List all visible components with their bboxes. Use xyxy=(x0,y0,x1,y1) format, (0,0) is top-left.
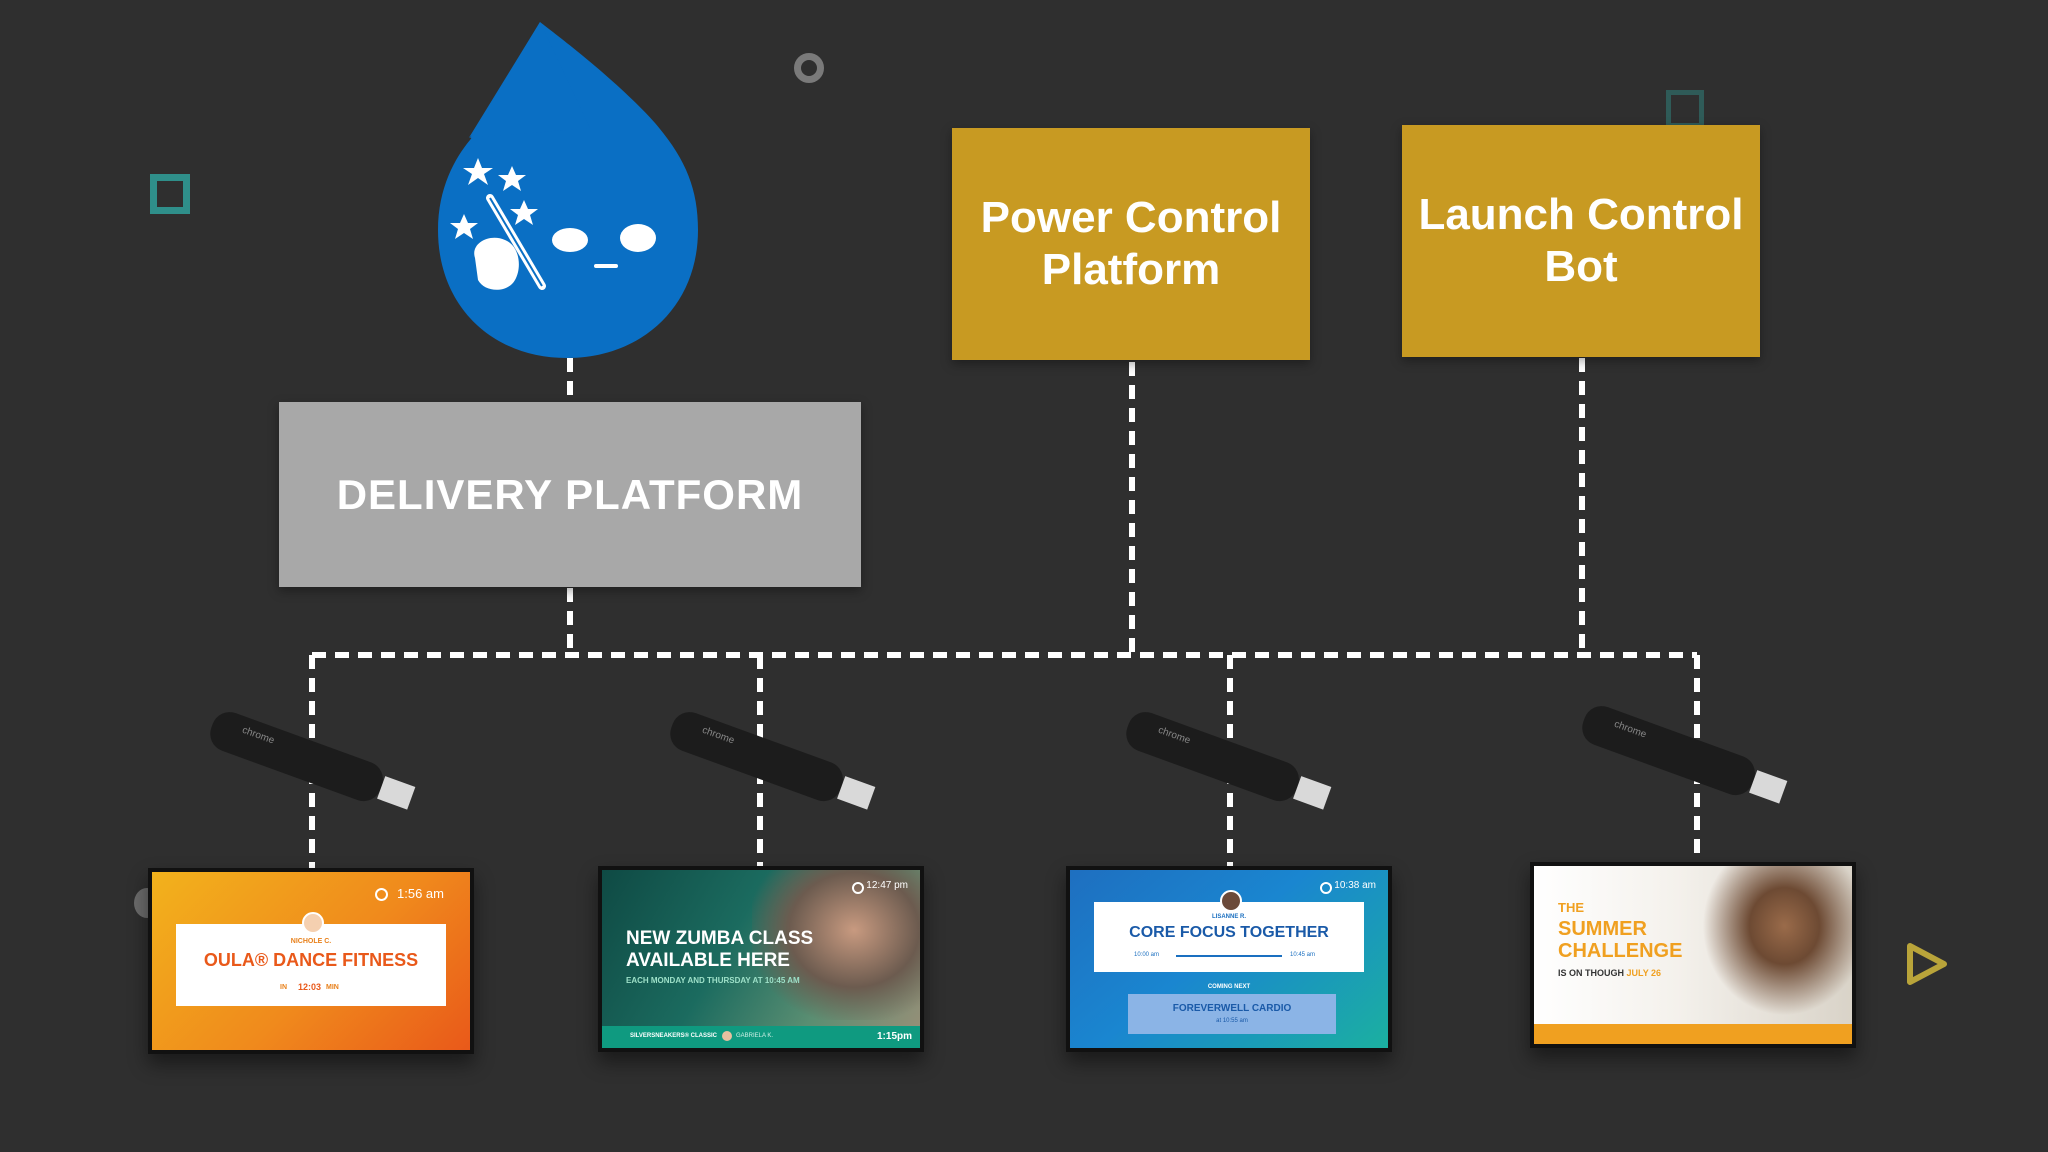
oula-in: IN xyxy=(280,984,287,991)
oula-time: 1:56 am xyxy=(397,886,444,901)
play-triangle-deco xyxy=(1907,943,1947,985)
zumba-title-line2: AVAILABLE HERE xyxy=(626,950,790,971)
launch-control-bot-box: Launch Control Bot xyxy=(1402,125,1760,357)
summer-line4-date: JULY 26 xyxy=(1626,968,1662,978)
summer-line2: SUMMER xyxy=(1558,918,1647,940)
avatar xyxy=(1220,890,1242,912)
summer-line3: CHALLENGE xyxy=(1558,940,1683,962)
oula-card: NICHOLE C. OULA® DANCE FITNESS IN 12:03 … xyxy=(176,912,446,1006)
core-card: LISANNE R. CORE FOCUS TOGETHER 10:00 am … xyxy=(1094,890,1364,972)
zumba-footer-class: SILVERSNEAKERS® CLASSIC xyxy=(630,1033,717,1039)
avatar xyxy=(302,912,324,934)
core-coming-next: COMING NEXT xyxy=(1207,984,1251,990)
summer-footer-bar xyxy=(1534,1024,1852,1044)
power-control-platform-box: Power Control Platform xyxy=(952,128,1310,360)
summer-line4: IS ON THOUGH JULY 26 xyxy=(1558,968,1661,978)
zumba-footer: SILVERSNEAKERS® CLASSIC GABRIELA K. 1:15… xyxy=(602,1026,920,1048)
oula-min: MIN xyxy=(326,984,339,991)
oula-title: OULA® DANCE FITNESS xyxy=(203,950,419,970)
core-next-card: FOREVERWELL CARDIO at 10:55 am xyxy=(1128,994,1336,1034)
core-next-title: FOREVERWELL CARDIO xyxy=(1172,1003,1292,1014)
oula-instructor: NICHOLE C. xyxy=(290,938,332,945)
child-photo xyxy=(1702,866,1852,1016)
delivery-platform-box: DELIVERY PLATFORM xyxy=(279,402,861,587)
core-time: 10:38 am xyxy=(1334,880,1376,891)
core-start: 10:00 am xyxy=(1134,952,1160,958)
core-progress-bar xyxy=(1176,955,1282,957)
core-title: CORE FOCUS TOGETHER xyxy=(1129,924,1329,941)
tv-screen-summer-challenge: THE SUMMER CHALLENGE IS ON THOUGH JULY 2… xyxy=(1530,862,1856,1048)
oula-minutes: 12:03 xyxy=(298,982,322,992)
avatar xyxy=(722,1031,732,1041)
dancer-photo xyxy=(752,870,920,1020)
core-instructor: LISANNE R. xyxy=(1211,914,1246,920)
power-control-platform-label: Power Control Platform xyxy=(980,193,1282,294)
summer-line4-prefix: IS ON THOUGH xyxy=(1558,968,1625,978)
zumba-footer-instructor: GABRIELA K. xyxy=(736,1033,774,1039)
clock-icon xyxy=(375,888,388,901)
launch-control-bot-label: Launch Control Bot xyxy=(1418,190,1744,291)
tv-screen-oula: 1:56 am NICHOLE C. OULA® DANCE FITNESS I… xyxy=(148,868,474,1054)
zumba-title-line1: NEW ZUMBA CLASS xyxy=(626,928,814,949)
tv-screen-zumba: 12:47 pm NEW ZUMBA CLASS AVAILABLE HERE … xyxy=(598,866,924,1052)
chromebit-stick-1: chrome xyxy=(210,712,416,810)
gray-circle-deco xyxy=(794,53,824,83)
chromebit-stick-4: chrome xyxy=(1582,706,1788,804)
teal-square-deco xyxy=(150,174,190,214)
clock-icon xyxy=(1320,882,1332,894)
zumba-subtitle: EACH MONDAY AND THURSDAY AT 10:45 AM xyxy=(626,976,800,985)
clock-icon xyxy=(852,882,864,894)
water-drop-mascot-icon xyxy=(438,22,698,358)
core-next-time: at 10:55 am xyxy=(1216,1018,1248,1024)
delivery-platform-label: DELIVERY PLATFORM xyxy=(336,470,804,518)
chromebit-stick-2: chrome xyxy=(670,712,876,810)
zumba-footer-time: 1:15pm xyxy=(876,1031,912,1042)
chromebit-stick-3: chrome xyxy=(1126,712,1332,810)
summer-line1: THE xyxy=(1558,900,1584,915)
tv-screen-core-focus: 10:38 am LISANNE R. CORE FOCUS TOGETHER … xyxy=(1066,866,1392,1052)
core-end: 10:45 am xyxy=(1290,952,1316,958)
zumba-time: 12:47 pm xyxy=(866,880,908,891)
